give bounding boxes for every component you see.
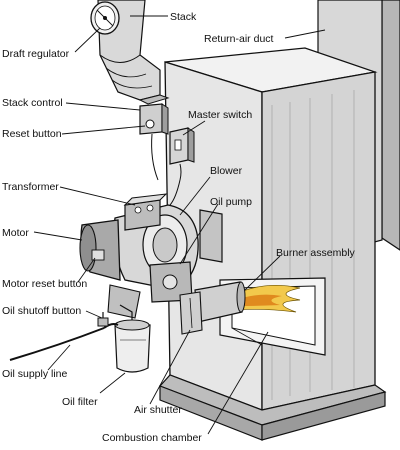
master-switch-shape: [169, 127, 195, 181]
label-return-air-duct: Return-air duct: [204, 33, 274, 45]
label-transformer: Transformer: [2, 181, 59, 193]
label-combustion-chamber: Combustion chamber: [102, 432, 202, 444]
label-motor-reset-button: Motor reset button: [2, 278, 87, 290]
flame-shape: [231, 284, 301, 313]
oil-supply-line-shape: [9, 312, 119, 361]
label-stack-control: Stack control: [2, 97, 63, 109]
label-master-switch: Master switch: [188, 109, 252, 121]
burner-gun: [79, 179, 246, 335]
label-blower: Blower: [210, 165, 243, 177]
label-oil-supply-line: Oil supply line: [2, 368, 68, 380]
label-oil-shutoff-button: Oil shutoff button: [2, 305, 81, 317]
label-motor: Motor: [2, 227, 29, 239]
oil-filter-shape: [114, 304, 151, 373]
label-draft-regulator: Draft regulator: [2, 48, 70, 60]
label-reset-button: Reset button: [2, 128, 62, 140]
stack-control-shape: [139, 103, 169, 181]
label-stack: Stack: [170, 11, 197, 23]
label-burner-assembly: Burner assembly: [276, 247, 356, 259]
labels: Stack Draft regulator Return-air duct St…: [2, 11, 356, 444]
label-oil-filter: Oil filter: [62, 396, 98, 408]
leader-lines: [33, 15, 326, 435]
label-air-shutter: Air shutter: [134, 404, 182, 416]
label-oil-pump: Oil pump: [210, 196, 252, 208]
draft-regulator-shape: [90, 1, 120, 35]
